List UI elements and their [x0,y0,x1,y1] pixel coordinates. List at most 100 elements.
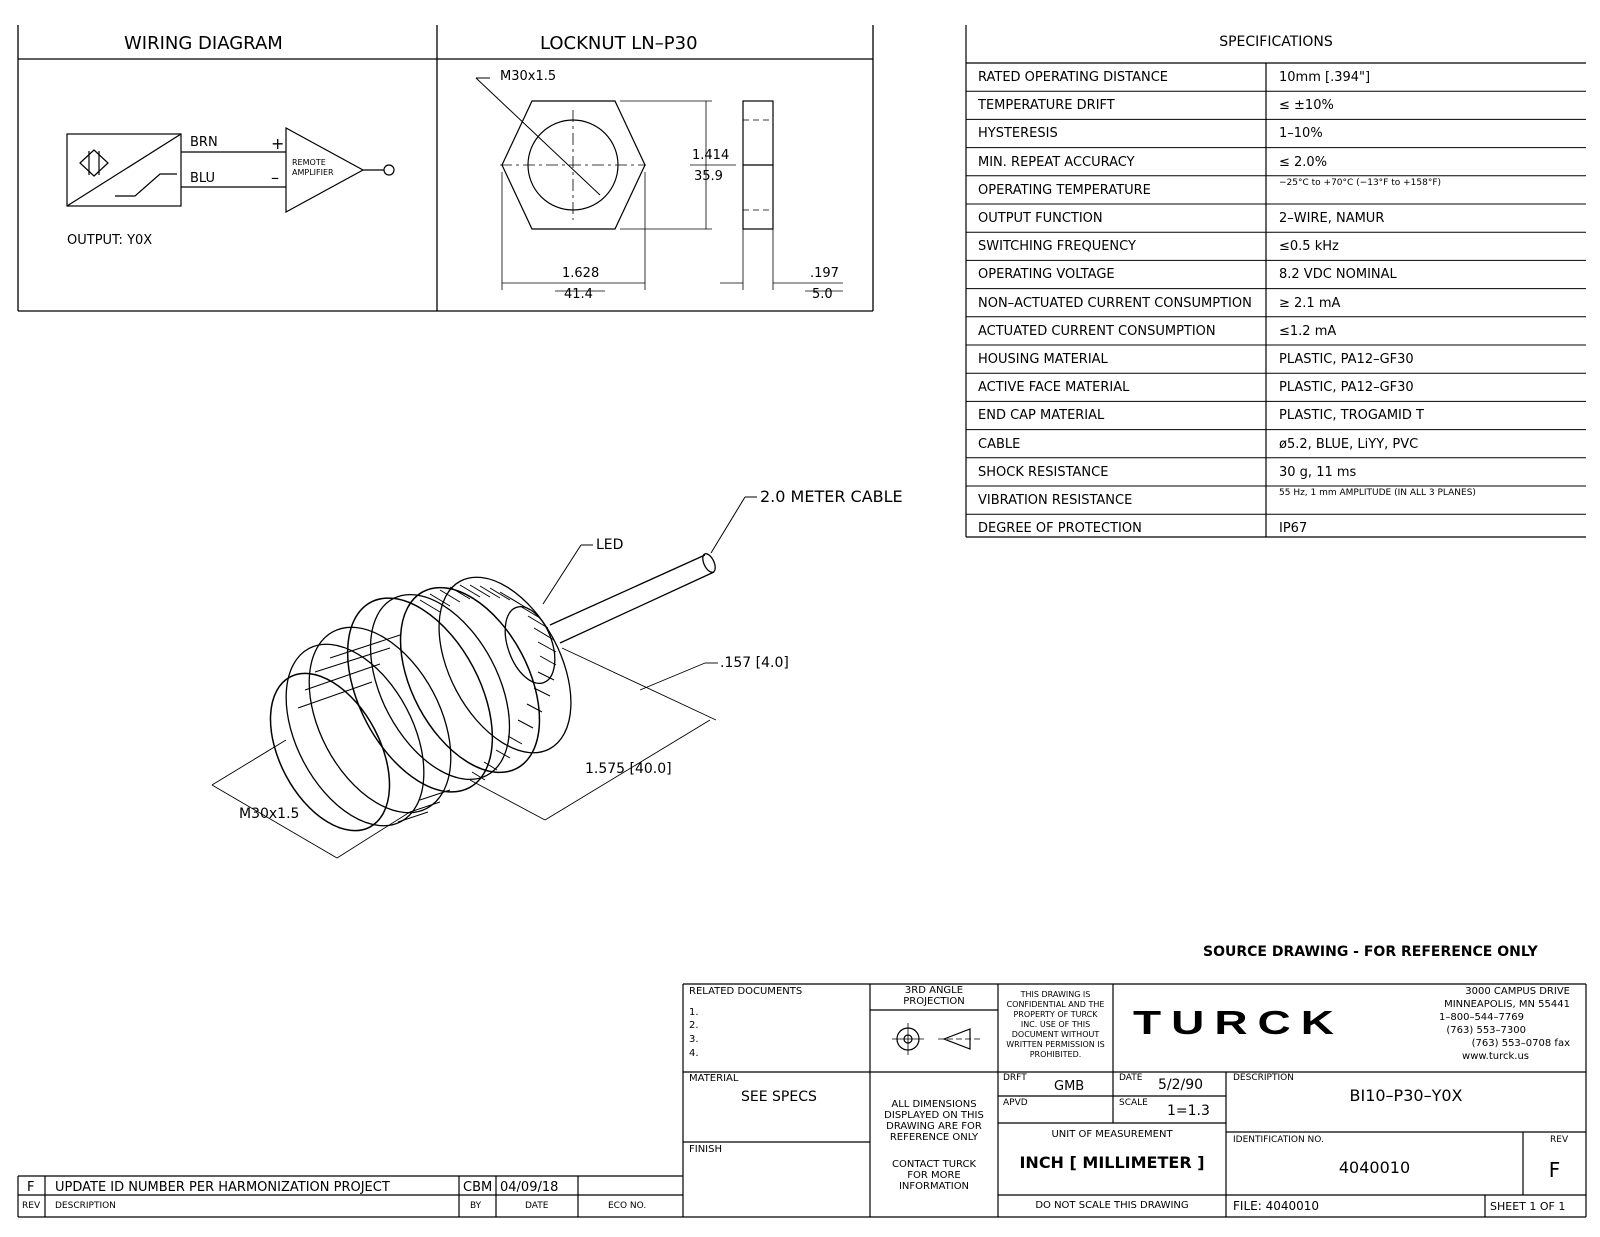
all-dimensions-3: DRAWING ARE FOR [886,1121,982,1132]
locknut-width-in: 1.628 [562,266,600,281]
spec-value: 1–10% [1279,126,1323,142]
confidential-6: WRITTEN PERMISSION IS [1006,1040,1105,1049]
description-label: DESCRIPTION [1233,1073,1294,1083]
related-doc-4: 4. [689,1048,699,1059]
spec-label: DEGREE OF PROTECTION [978,521,1142,537]
date-value: 5/2/90 [1158,1077,1204,1093]
locknut-height-in: 1.414 [692,148,730,163]
spec-value: ≤ ±10% [1279,98,1334,114]
rev-header-date: DATE [525,1201,549,1211]
confidential-4: INC. USE OF THIS [1020,1020,1091,1029]
remote-label: REMOTE [292,158,326,167]
spec-value: ≤1.2 mA [1279,323,1337,339]
spec-label: SWITCHING FREQUENCY [978,239,1136,255]
sensor-drawing [211,496,757,859]
spec-label: TEMPERATURE DRIFT [978,98,1115,114]
spec-value: 2–WIRE, NAMUR [1279,211,1385,226]
minus-label: – [271,168,279,187]
rev-entry-date: 04/09/18 [500,1180,559,1195]
led-label: LED [596,537,624,553]
spec-row: ACTUATED CURRENT CONSUMPTION ≤1.2 mA [966,317,1586,344]
locknut-thick-mm: 5.0 [812,287,833,302]
spec-label: VIBRATION RESISTANCE [978,493,1133,508]
related-doc-2: 2. [689,1020,699,1031]
rev-entry-by: CBM [463,1180,493,1195]
file-label: FILE: 4040010 [1233,1199,1320,1213]
output-label: OUTPUT: Y0X [67,233,153,248]
confidential-5: DOCUMENT WITHOUT [1011,1030,1100,1039]
spec-value: 55 Hz, 1 mm AMPLITUDE (IN ALL 3 PLANES) [1279,488,1476,498]
spec-label: OPERATING VOLTAGE [978,267,1115,283]
plus-label: + [271,134,285,153]
spec-label: END CAP MATERIAL [978,408,1105,424]
contact-1: CONTACT TURCK [891,1159,977,1170]
turck-logo: TURCK [1133,1003,1344,1042]
spec-label: CABLE [978,436,1021,452]
spec-row: TEMPERATURE DRIFT ≤ ±10% [966,91,1586,118]
spec-label: OUTPUT FUNCTION [978,211,1103,226]
spec-value: −25°C to +70°C (−13°F to +158°F) [1279,177,1442,188]
wiring-diagram [66,126,395,214]
spec-value: ø5.2, BLUE, LiYY, PVC [1279,436,1419,452]
wire-brn-label: BRN [190,135,218,150]
drft-value: GMB [1054,1079,1085,1094]
contact-3: INFORMATION [898,1181,970,1192]
all-dimensions-1: ALL DIMENSIONS [891,1099,977,1110]
spec-row: OPERATING TEMPERATURE−25°C to +70°C (−13… [966,176,1586,203]
spec-value: 10mm [.394"] [1279,70,1371,85]
unit-label: UNIT OF MEASUREMENT [1051,1129,1173,1140]
projection-label-1: 3RD ANGLE [904,985,964,996]
spec-value: ≤ 2.0% [1279,154,1328,170]
spec-value: ≥ 2.1 mA [1279,295,1341,311]
rev-header-eco: ECO NO. [608,1201,647,1211]
locknut-height-mm: 35.9 [694,169,723,184]
confidential-7: PROHIBITED. [1029,1050,1082,1059]
all-dimensions-4: REFERENCE ONLY [889,1132,979,1143]
sheet-label: SHEET 1 OF 1 [1490,1200,1566,1213]
spec-value: PLASTIC, PA12–GF30 [1279,380,1414,396]
projection-label-2: PROJECTION [903,996,965,1007]
projection-symbol [892,1023,980,1055]
spec-row: OUTPUT FUNCTION 2–WIRE, NAMUR [966,204,1586,231]
reference-notice: SOURCE DRAWING - FOR REFERENCE ONLY [1203,944,1538,960]
locknut-drawing [475,77,843,292]
locknut-thread: M30x1.5 [500,69,557,84]
wiring-title: WIRING DIAGRAM [124,33,283,54]
rev-value: F [1548,1158,1561,1182]
id-value: 4040010 [1338,1158,1411,1177]
unit-value: INCH [ MILLIMETER ] [1019,1153,1205,1172]
confidential-3: PROPERTY OF TURCK [1013,1010,1098,1019]
rev-header-description: DESCRIPTION [55,1201,116,1211]
spec-label: SHOCK RESISTANCE [978,464,1109,480]
rev-entry-description: UPDATE ID NUMBER PER HARMONIZATION PROJE… [55,1180,390,1195]
related-docs-label: RELATED DOCUMENTS [689,986,803,997]
spec-value: PLASTIC, TROGAMID T [1279,408,1424,424]
date-label: DATE [1119,1073,1143,1083]
spec-row: NON–ACTUATED CURRENT CONSUMPTION≥ 2.1 mA [966,289,1586,316]
id-label: IDENTIFICATION NO. [1233,1135,1324,1145]
description-value: BI10–P30–Y0X [1349,1086,1463,1105]
spec-label: RATED OPERATING DISTANCE [978,70,1169,85]
drft-label: DRFT [1003,1073,1027,1083]
address-2: MINNEAPOLIS, MN 55441 [1444,999,1570,1010]
fax: (763) 553–0708 fax [1471,1038,1570,1049]
dim-length-label: 1.575 [40.0] [585,761,672,777]
amplifier-label: AMPLIFIER [292,168,334,177]
spec-row: SWITCHING FREQUENCY≤0.5 kHz [966,232,1586,259]
spec-label: ACTUATED CURRENT CONSUMPTION [978,323,1216,339]
confidential-2: CONFIDENTIAL AND THE [1006,1000,1105,1009]
title-block-grid [17,983,1587,1218]
spec-value: 30 g, 11 ms [1279,464,1357,480]
related-doc-3: 3. [689,1034,699,1045]
phone-2: (763) 553–7300 [1446,1025,1526,1036]
no-scale-note: DO NOT SCALE THIS DRAWING [1035,1200,1189,1211]
related-doc-1: 1. [689,1007,699,1018]
material-label: MATERIAL [689,1073,739,1084]
spec-row: RATED OPERATING DISTANCE 10mm [.394"] [966,63,1586,90]
wire-blu-label: BLU [190,171,216,186]
spec-row: SHOCK RESISTANCE 30 g, 11 ms [966,458,1586,485]
